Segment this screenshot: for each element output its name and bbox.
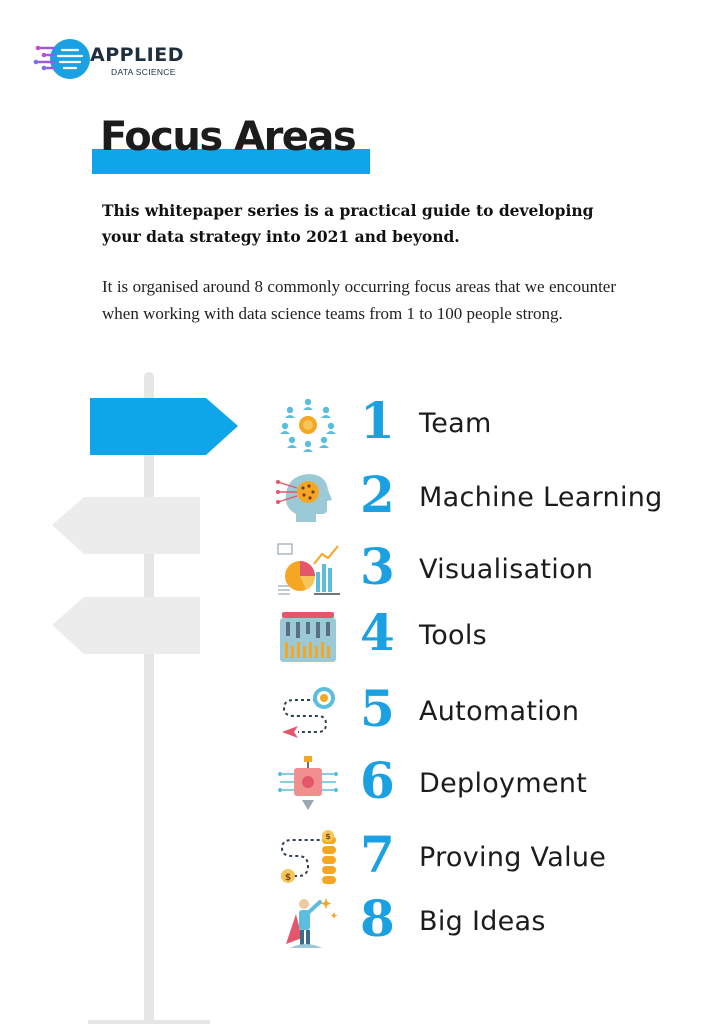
svg-text:$: $ — [325, 832, 331, 841]
area-number: 6 — [360, 751, 395, 810]
area-number: 5 — [360, 679, 395, 738]
area-number: 2 — [360, 465, 395, 524]
focus-area-big-ideas[interactable]: 8 Big Ideas — [276, 889, 696, 952]
charts-icon — [277, 543, 340, 595]
sign-arrow-left-2 — [52, 597, 200, 654]
coins-path-icon: $ $ — [280, 830, 336, 884]
brand-name: APPLIED — [90, 44, 184, 66]
focus-area-team[interactable]: 1 Team — [276, 391, 696, 454]
focus-area-proving-value[interactable]: $ $ 7 Proving Value — [276, 825, 696, 888]
area-number: 8 — [360, 889, 395, 948]
brand-logo: APPLIED DATA SCIENCE — [32, 38, 202, 82]
page-title: Focus Areas — [100, 114, 357, 160]
area-number: 4 — [360, 603, 395, 662]
signpost-pole — [144, 372, 154, 1024]
focus-area-deployment[interactable]: 6 Deployment — [276, 751, 696, 814]
focus-area-machine-learning[interactable]: 2 Machine Learning — [276, 465, 696, 528]
toolbox-icon — [280, 612, 336, 662]
area-label: Proving Value — [419, 842, 607, 873]
sign-arrow-right-active — [90, 398, 238, 455]
target-path-icon — [282, 687, 335, 738]
signpost-base — [88, 1020, 210, 1024]
brand-sub: DATA SCIENCE — [111, 67, 176, 77]
title-highlight-bar — [92, 149, 370, 174]
intro-lead: This whitepaper series is a practical gu… — [102, 201, 594, 246]
area-label: Machine Learning — [419, 482, 663, 513]
focus-area-tools[interactable]: 4 Tools — [276, 603, 696, 666]
area-label: Deployment — [419, 768, 588, 799]
area-label: Tools — [419, 620, 488, 651]
superhero-icon — [286, 898, 338, 948]
area-label: Automation — [419, 696, 580, 727]
svg-text:$: $ — [285, 873, 291, 883]
team-icon — [280, 398, 336, 452]
area-number: 3 — [360, 537, 395, 596]
sign-arrow-left-1 — [52, 497, 200, 554]
area-number: 1 — [360, 391, 395, 450]
area-label: Big Ideas — [419, 906, 546, 937]
logo-mark-icon — [33, 39, 90, 79]
area-label: Team — [419, 408, 492, 439]
area-label: Visualisation — [419, 554, 594, 585]
focus-area-visualisation[interactable]: 3 Visualisation — [276, 537, 696, 600]
brain-head-icon — [276, 474, 332, 522]
area-number: 7 — [360, 825, 395, 884]
chip-icon — [278, 756, 338, 810]
focus-area-automation[interactable]: 5 Automation — [276, 679, 696, 742]
page-title-block: Focus Areas — [92, 108, 374, 176]
intro-body: It is organised around 8 commonly occurr… — [102, 277, 616, 323]
